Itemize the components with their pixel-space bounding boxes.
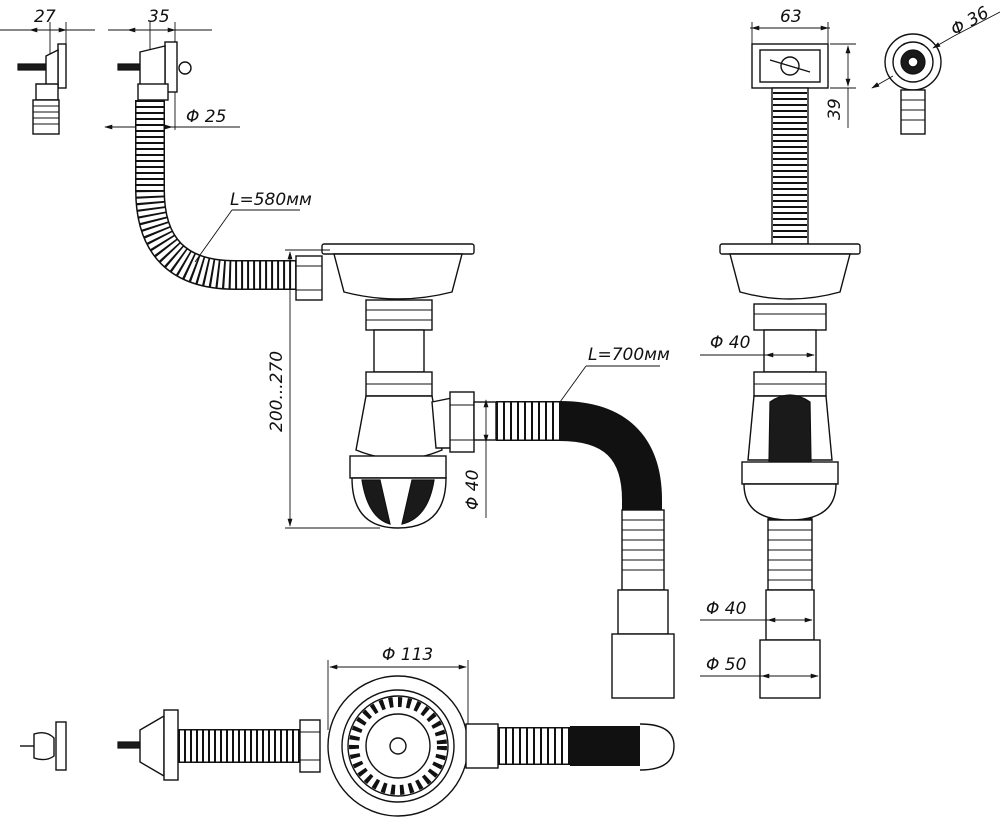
dimension-height-range: 200...270 <box>267 351 287 432</box>
dimension-pipe-diameter-40: Φ 40 <box>706 599 746 619</box>
dimension-35: 35 <box>148 7 170 27</box>
dimension-diameter-25: Φ 25 <box>186 107 226 127</box>
dimension-39: 39 <box>825 98 845 120</box>
overflow-hose-580: L=580мм <box>135 100 312 290</box>
overflow-side-view-small: 27 <box>0 7 95 135</box>
dimension-neck-diameter-40: Φ 40 <box>710 333 750 353</box>
dimension-pipe-diameter-50: Φ 50 <box>706 655 746 675</box>
drain-hose-700: L=700мм <box>496 345 675 699</box>
dimension-hose-580: L=580мм <box>230 190 312 210</box>
siphon-side-view: Φ 40 Φ 40 Φ 50 <box>700 243 861 699</box>
dimension-diameter-113: Φ 113 <box>382 645 433 665</box>
round-overflow-view: Φ 36 <box>871 3 1000 135</box>
dimension-63: 63 <box>780 7 802 27</box>
siphon-top-view: Φ 113 <box>20 645 675 817</box>
dimension-27: 27 <box>34 7 56 27</box>
dimension-outlet-diameter-40: Φ 40 <box>463 470 483 510</box>
dimension-diameter-36: Φ 36 <box>948 3 993 41</box>
siphon-front-view: 200...270 Φ 40 <box>267 243 497 529</box>
overflow-side-view-hose: 35 Φ 25 <box>104 7 240 130</box>
overflow-front-view: 63 39 <box>750 7 856 245</box>
dimension-hose-700: L=700мм <box>588 345 670 365</box>
